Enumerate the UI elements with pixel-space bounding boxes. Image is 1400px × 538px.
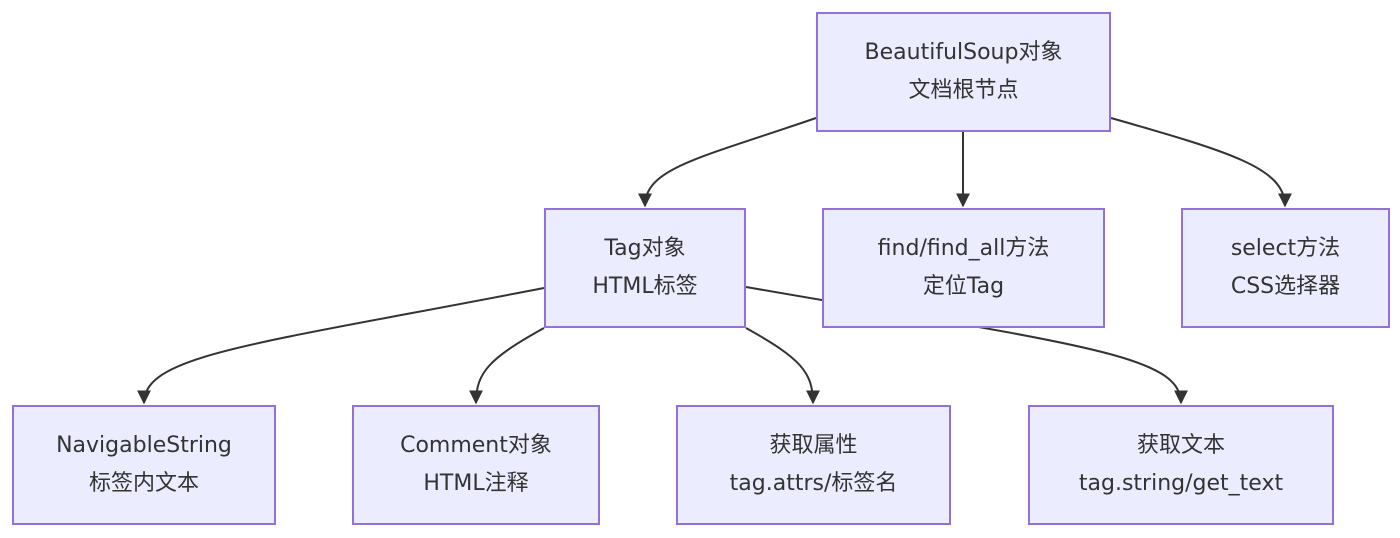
node-get-attributes: 获取属性 tag.attrs/标签名 [676,405,951,525]
node-subtitle: tag.string/get_text [1078,471,1284,496]
node-title: NavigableString [56,433,232,458]
node-title: BeautifulSoup对象 [864,40,1063,65]
node-subtitle: 标签内文本 [88,471,199,496]
node-subtitle: HTML注释 [423,471,529,496]
node-subtitle: CSS选择器 [1230,274,1341,299]
node-title: 获取文本 [1136,433,1225,458]
node-find-methods: find/find_all方法 定位Tag [822,208,1105,328]
node-subtitle: 文档根节点 [908,78,1019,103]
edge-tag-to-nav [137,287,545,405]
node-title: Tag对象 [604,236,686,261]
edge-root-to-tag [638,117,817,208]
node-navigable-string: NavigableString 标签内文本 [12,405,276,525]
node-subtitle: 定位Tag [922,274,1005,299]
node-subtitle: HTML标签 [592,274,698,299]
edge-root-to-select [1110,117,1292,208]
node-get-text: 获取文本 tag.string/get_text [1028,405,1334,525]
node-title: select方法 [1230,236,1341,261]
node-title: 获取属性 [769,433,858,458]
edge-tag-to-comment [469,327,545,405]
node-comment-object: Comment对象 HTML注释 [352,405,600,525]
node-subtitle: tag.attrs/标签名 [729,471,898,496]
node-title: Comment对象 [400,433,552,458]
edge-tag-to-attrs [745,327,820,405]
node-select-method: select方法 CSS选择器 [1181,208,1390,328]
node-beautifulsoup-object: BeautifulSoup对象 文档根节点 [816,12,1111,132]
node-tag-object: Tag对象 HTML标签 [544,208,746,328]
node-title: find/find_all方法 [877,236,1050,261]
